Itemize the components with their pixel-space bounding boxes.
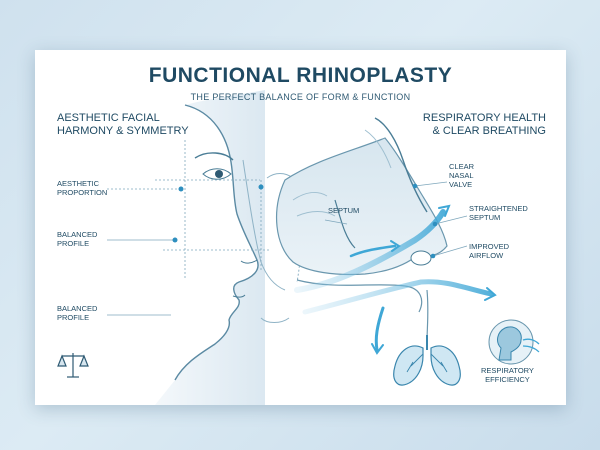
label-respiratory-efficiency: RESPIRATORY EFFICIENCY [481,366,534,384]
label-improved-airflow-line-2: AIRFLOW [469,251,504,260]
label-aesthetic-proportion-line-1: AESTHETIC [57,179,100,188]
trachea [426,289,429,343]
label-aesthetic-proportion-line-2: PROPORTION [57,188,108,197]
label-balanced-profile-upper-line-2: PROFILE [57,239,90,248]
right-heading: RESPIRATORY HEALTH & CLEAR BREATHING [423,112,546,138]
label-straightened-septum-line-1: STRAIGHTENED [469,204,528,213]
label-septum: SEPTUM [328,206,360,215]
label-clear-nasal-valve: CLEAR NASAL VALVE [449,162,474,189]
balance-scale-icon [57,353,89,378]
label-clear-nasal-valve-line-1: CLEAR [449,162,475,171]
page-subtitle: THE PERFECT BALANCE OF FORM & FUNCTION [190,92,411,102]
label-aesthetic-proportion: AESTHETIC PROPORTION [57,179,107,197]
label-balanced-profile-lower-line-1: BALANCED [57,304,98,313]
left-heading-line-2: HARMONY & SYMMETRY [57,125,189,137]
label-straightened-septum: STRAIGHTENED SEPTUM [469,204,528,222]
rhinoplasty-illustration [57,90,540,405]
right-leader-lines [324,181,468,257]
label-respiratory-efficiency-line-1: RESPIRATORY [481,366,534,375]
label-clear-nasal-valve-line-3: VALVE [449,180,473,189]
label-respiratory-efficiency-line-2: EFFICIENCY [485,375,530,384]
label-balanced-profile-upper-line-1: BALANCED [57,230,98,239]
label-improved-airflow-line-1: IMPROVED [469,242,510,251]
right-heading-line-1: RESPIRATORY HEALTH [422,112,546,124]
infographic-card: FUNCTIONAL RHINOPLASTY THE PERFECT BALAN… [35,50,566,405]
label-straightened-septum-line-2: SEPTUM [469,213,501,222]
left-heading-line-1: AESTHETIC FACIAL [57,112,160,124]
page-title: FUNCTIONAL RHINOPLASTY [148,64,453,87]
label-clear-nasal-valve-line-2: NASAL [449,171,474,180]
label-balanced-profile-lower-line-2: PROFILE [57,313,90,322]
label-improved-airflow: IMPROVED AIRFLOW [469,242,509,260]
breathing-head-icon [488,319,540,365]
face-profile [155,90,265,405]
proportion-guides [107,140,271,316]
label-balanced-profile-upper: BALANCED PROFILE [57,230,97,248]
label-balanced-profile-lower: BALANCED PROFILE [57,304,97,322]
lungs-icon [393,335,461,386]
right-heading-line-2: & CLEAR BREATHING [432,125,547,137]
left-heading: AESTHETIC FACIAL HARMONY & SYMMETRY [57,112,189,138]
